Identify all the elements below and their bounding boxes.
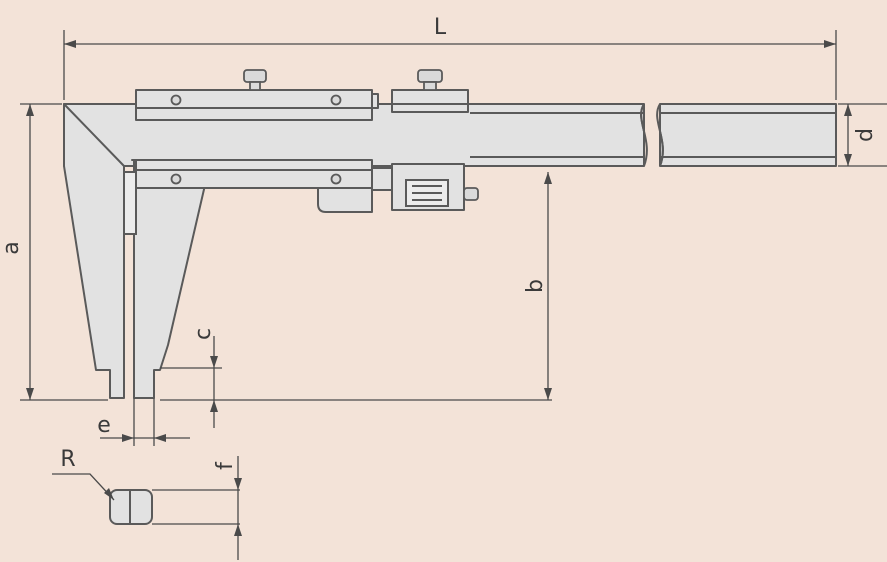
fine-adjust-clamp bbox=[391, 69, 469, 113]
label-a: a bbox=[0, 241, 24, 254]
jaw-tip-detail bbox=[109, 489, 240, 525]
dimension-d: d bbox=[838, 103, 887, 167]
label-e: e bbox=[97, 413, 111, 438]
sliding-jaw bbox=[123, 159, 211, 399]
label-f: f bbox=[213, 461, 238, 470]
dimension-e: e bbox=[97, 398, 190, 446]
radius-callout: R bbox=[52, 447, 115, 501]
dimension-b: b bbox=[160, 172, 552, 401]
dimension-a: a bbox=[0, 103, 108, 401]
label-b: b bbox=[523, 279, 548, 293]
dimension-f: f bbox=[213, 456, 242, 560]
label-R: R bbox=[60, 447, 75, 472]
top-slider bbox=[135, 69, 379, 121]
label-d: d bbox=[853, 128, 878, 142]
label-L: L bbox=[434, 15, 447, 40]
dimension-c: c bbox=[160, 328, 222, 428]
dimension-L: L bbox=[63, 15, 837, 100]
feed-wheel-unit bbox=[371, 163, 479, 211]
label-c: c bbox=[191, 328, 216, 340]
